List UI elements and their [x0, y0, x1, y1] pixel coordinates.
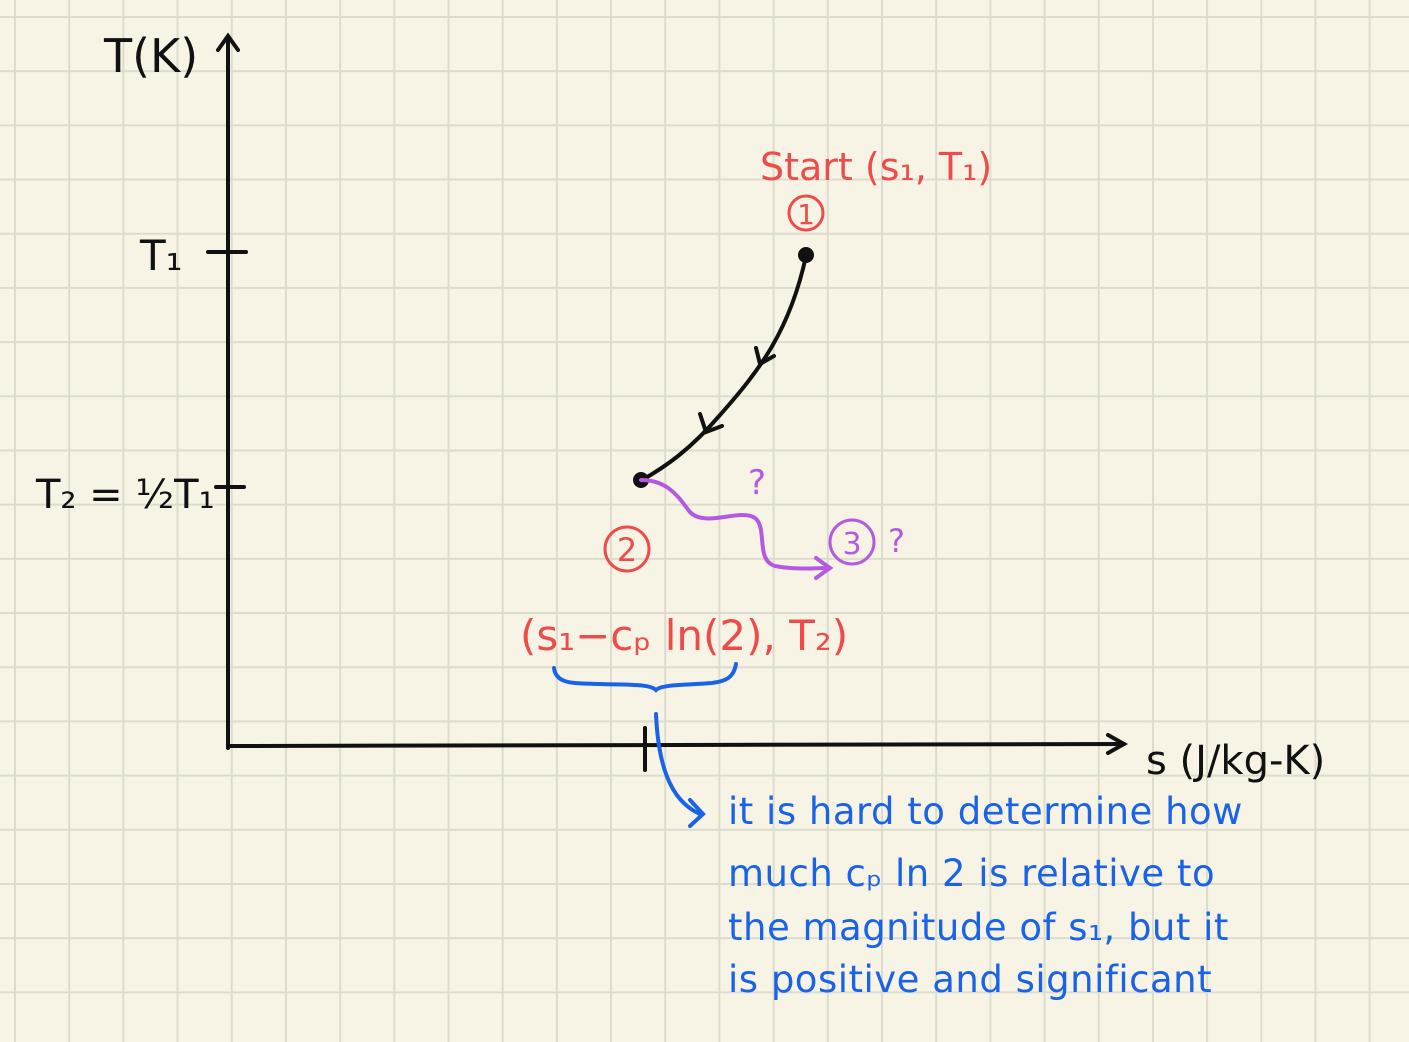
direction-arrow-upper [754, 346, 776, 368]
point2-number: 2 [617, 531, 637, 569]
point1-number: 1 [797, 198, 815, 231]
note-pointer-arrowhead [688, 798, 706, 828]
process-path-1-2 [640, 254, 808, 482]
path-question-mark: ? [748, 463, 766, 503]
x-axis-arrowhead [1106, 733, 1129, 755]
x-axis-label: s (J/kg-K) [1146, 738, 1325, 784]
point3-number: 3 [842, 527, 861, 562]
y-axis-label: T(K) [103, 29, 198, 83]
point1-circle [787, 194, 825, 232]
y-axis-arrowhead [216, 32, 240, 52]
annotation-line-2: much cₚ ln 2 is relative to [728, 852, 1216, 895]
direction-arrow-lower [698, 412, 724, 435]
y-tick-label-t1: T₁ [139, 231, 183, 280]
annotation-line-4: is positive and significant [728, 958, 1213, 1001]
point2-circle [603, 525, 651, 573]
point2-coords: (s₁−cₚ ln(2), T₂) [520, 611, 848, 660]
point3-question-mark: ? [888, 522, 905, 560]
uncertain-path-arrowhead [814, 556, 834, 580]
axes [206, 32, 1129, 772]
annotation-line-3: the magnitude of s₁, but it [728, 906, 1229, 949]
note-pointer-arrow [654, 712, 706, 828]
y-tick-label-t2: T₂ = ½T₁ [35, 472, 215, 518]
point3-circle [828, 518, 876, 566]
state-point-1 [798, 247, 814, 263]
start-label: Start (s₁, T₁) [760, 145, 992, 189]
annotation-line-1: it is hard to determine how [728, 790, 1243, 833]
uncertain-path-2-3 [639, 478, 834, 580]
brace [552, 662, 738, 693]
x-axis [226, 742, 1126, 748]
